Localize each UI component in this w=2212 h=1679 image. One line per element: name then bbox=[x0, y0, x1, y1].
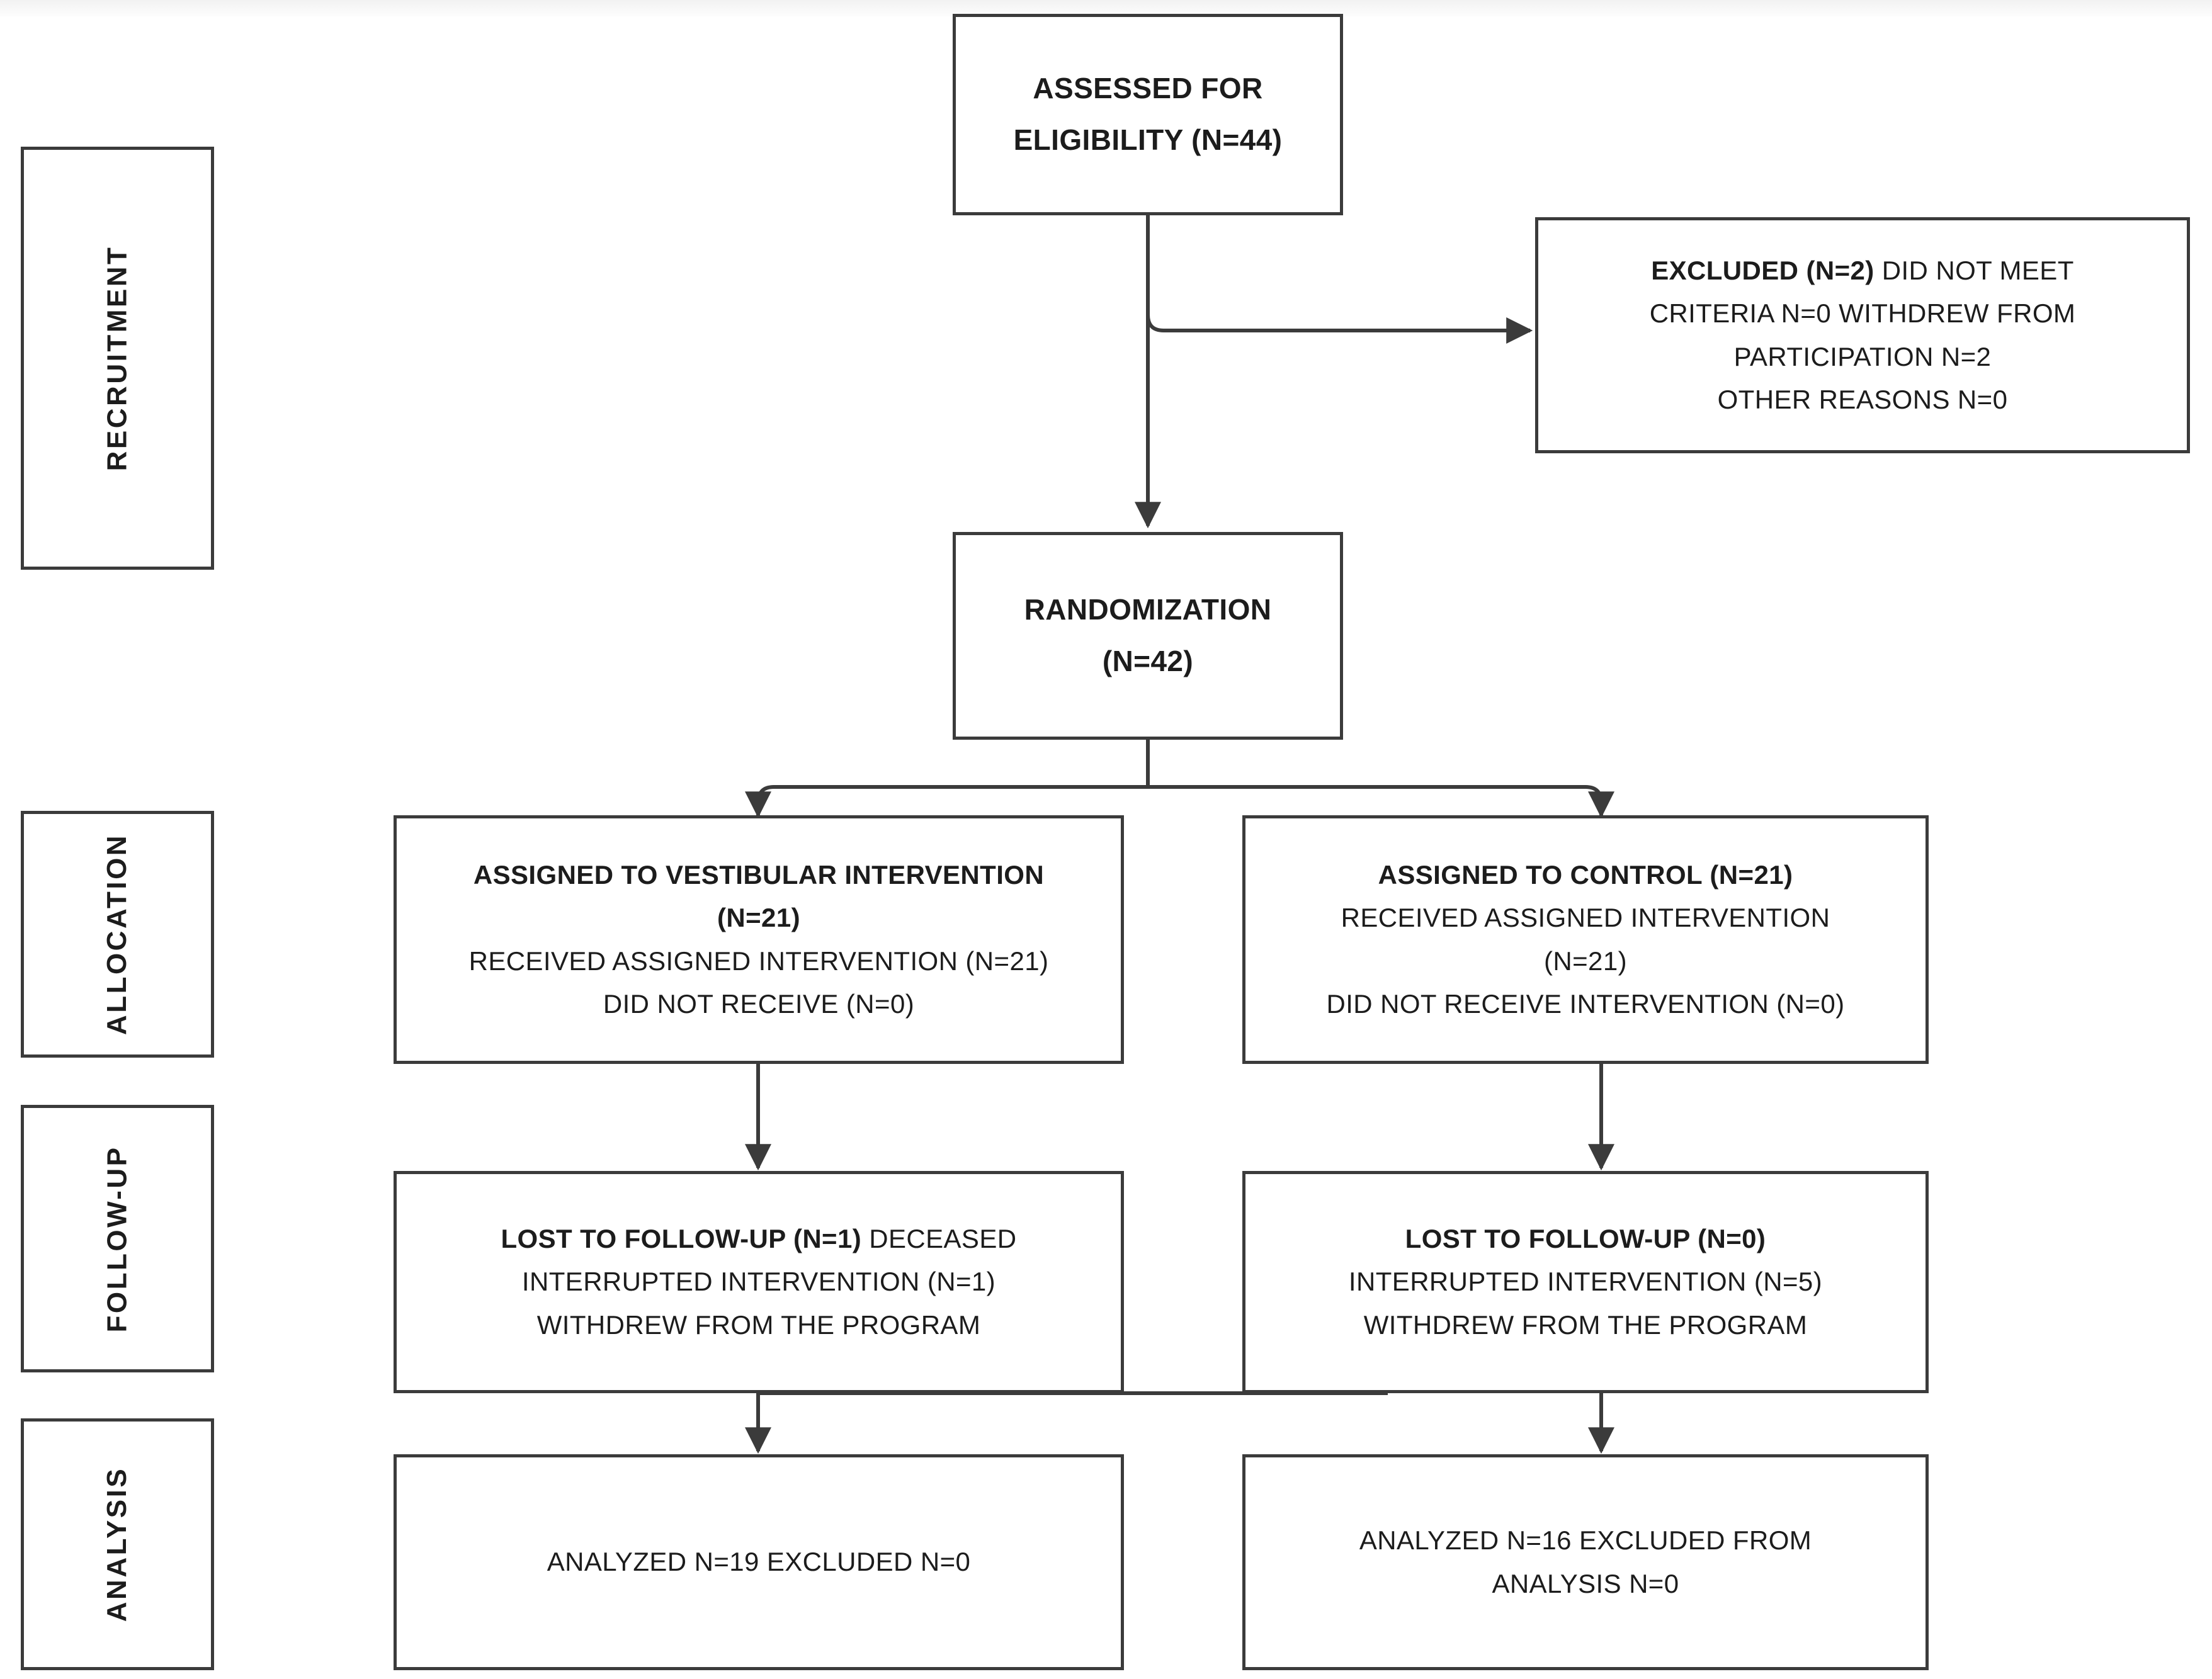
text-line: CRITERIA N=0 WITHDREW FROM bbox=[1649, 298, 2076, 329]
node-followup-control: LOST TO FOLLOW-UP (N=0) INTERRUPTED INTE… bbox=[1242, 1171, 1929, 1393]
node-analysis-control-text: ANALYZED N=16 EXCLUDED FROM ANALYSIS N=0 bbox=[1343, 1519, 1828, 1605]
text-line: DID NOT RECEIVE (N=0) bbox=[603, 988, 915, 1019]
phase-box-recruitment: RECRUITMENT bbox=[21, 147, 214, 570]
node-followup-vestibular-text: LOST TO FOLLOW-UP (N=1) DECEASED INTERRU… bbox=[485, 1218, 1033, 1346]
phase-label-allocation: ALLOCATION bbox=[101, 833, 133, 1036]
text-line: ELIGIBILITY (N=44) bbox=[1013, 123, 1283, 156]
connector-randomization-to-alloc-left bbox=[745, 785, 1148, 818]
text-line: ASSIGNED TO VESTIBULAR INTERVENTION bbox=[473, 860, 1045, 890]
text-line-lead: LOST TO FOLLOW-UP (N=0) bbox=[1349, 1218, 1822, 1260]
text-line: WITHDREW FROM THE PROGRAM bbox=[536, 1309, 981, 1340]
phase-label-analysis: ANALYSIS bbox=[101, 1466, 133, 1622]
text-line: RECEIVED ASSIGNED INTERVENTION (N=21) bbox=[468, 946, 1049, 976]
node-allocation-control-text: ASSIGNED TO CONTROL (N=21) RECEIVED ASSI… bbox=[1310, 854, 1861, 1025]
text-line: ANALYSIS N=0 bbox=[1492, 1568, 1679, 1598]
phase-box-analysis: ANALYSIS bbox=[21, 1418, 214, 1670]
text-line: ANALYZED N=19 EXCLUDED N=0 bbox=[547, 1547, 971, 1577]
node-analysis-vestibular: ANALYZED N=19 EXCLUDED N=0 bbox=[394, 1454, 1124, 1670]
text-line: PARTICIPATION N=2 bbox=[1733, 341, 1992, 371]
node-assessed-for-eligibility-text: ASSESSED FOR ELIGIBILITY (N=44) bbox=[997, 63, 1299, 166]
text-line: (N=21) bbox=[717, 903, 800, 933]
text-line: RANDOMIZATION bbox=[1024, 593, 1272, 626]
node-allocation-vestibular-text: ASSIGNED TO VESTIBULAR INTERVENTION (N=2… bbox=[453, 854, 1065, 1025]
text-line-lead: EXCLUDED (N=2) DID NOT MEET bbox=[1650, 249, 2076, 292]
node-excluded-text: EXCLUDED (N=2) DID NOT MEET CRITERIA N=0… bbox=[1633, 249, 2092, 421]
text-line: WITHDREW FROM THE PROGRAM bbox=[1363, 1309, 1808, 1340]
lost-to-followup-label: LOST TO FOLLOW-UP (N=0) bbox=[1405, 1224, 1766, 1254]
connector-followup-left-to-analysis-left bbox=[758, 1391, 1388, 1451]
text-line: INTERRUPTED INTERVENTION (N=1) bbox=[521, 1267, 996, 1297]
phase-label-recruitment: RECRUITMENT bbox=[101, 245, 133, 472]
node-analysis-control: ANALYZED N=16 EXCLUDED FROM ANALYSIS N=0 bbox=[1242, 1454, 1929, 1670]
node-followup-vestibular: LOST TO FOLLOW-UP (N=1) DECEASED INTERRU… bbox=[394, 1171, 1124, 1393]
text-line-lead: LOST TO FOLLOW-UP (N=1) DECEASED bbox=[501, 1218, 1017, 1260]
text-line: INTERRUPTED INTERVENTION (N=5) bbox=[1348, 1267, 1823, 1297]
phase-box-followup: FOLLOW-UP bbox=[21, 1105, 214, 1372]
text-line: RECEIVED ASSIGNED INTERVENTION bbox=[1341, 903, 1830, 933]
text-line: DID NOT RECEIVE INTERVENTION (N=0) bbox=[1326, 988, 1845, 1019]
scan-top-band bbox=[0, 0, 2212, 16]
node-randomization: RANDOMIZATION (N=42) bbox=[953, 532, 1343, 740]
text-line: ASSESSED FOR bbox=[1033, 72, 1263, 105]
text-line: (N=42) bbox=[1102, 645, 1194, 677]
node-randomization-text: RANDOMIZATION (N=42) bbox=[1008, 584, 1288, 687]
node-excluded: EXCLUDED (N=2) DID NOT MEET CRITERIA N=0… bbox=[1535, 217, 2190, 453]
followup-lead-rest: DECEASED bbox=[861, 1224, 1017, 1254]
connector-randomization-to-alloc-right bbox=[1148, 785, 1614, 818]
excluded-lead-rest: DID NOT MEET bbox=[1874, 256, 2074, 286]
connector-eligibility-to-excluded bbox=[1146, 214, 1533, 344]
lost-to-followup-label: LOST TO FOLLOW-UP (N=1) bbox=[501, 1224, 862, 1254]
node-analysis-vestibular-text: ANALYZED N=19 EXCLUDED N=0 bbox=[531, 1540, 987, 1583]
excluded-count-label: EXCLUDED (N=2) bbox=[1651, 256, 1875, 286]
text-line: OTHER REASONS N=0 bbox=[1717, 384, 2008, 414]
node-allocation-vestibular: ASSIGNED TO VESTIBULAR INTERVENTION (N=2… bbox=[394, 815, 1124, 1064]
node-allocation-control: ASSIGNED TO CONTROL (N=21) RECEIVED ASSI… bbox=[1242, 815, 1929, 1064]
text-line: (N=21) bbox=[1544, 946, 1627, 976]
phase-box-allocation: ALLOCATION bbox=[21, 811, 214, 1058]
node-assessed-for-eligibility: ASSESSED FOR ELIGIBILITY (N=44) bbox=[953, 14, 1343, 215]
text-line: ASSIGNED TO CONTROL (N=21) bbox=[1378, 860, 1793, 890]
text-line: ANALYZED N=16 EXCLUDED FROM bbox=[1359, 1525, 1812, 1556]
node-followup-control-text: LOST TO FOLLOW-UP (N=0) INTERRUPTED INTE… bbox=[1332, 1218, 1839, 1346]
phase-label-followup: FOLLOW-UP bbox=[101, 1145, 133, 1333]
